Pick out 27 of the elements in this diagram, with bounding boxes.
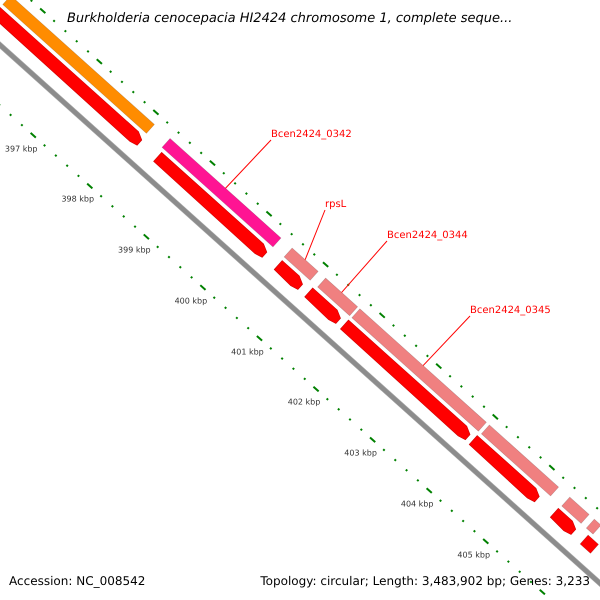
gene-bar [586,518,600,534]
gene-label: rpsL [325,199,346,210]
leader-line [341,240,388,293]
scale-label: 404 kbp [400,499,434,508]
scale-label: 402 kbp [288,398,320,407]
scale-label: 397 kbp [4,144,38,154]
gene-bar [340,320,470,440]
title: Burkholderia cenocepacia HI2424 chromosome 1, complete seque... [67,11,512,26]
scale-label: 400 kbp [174,296,208,306]
gene-label: Bcen2424_0342 [271,129,352,140]
gene-bar [153,152,268,258]
gene-bar [304,288,341,324]
accession-text: Accession: NC_008542 [9,574,146,588]
leader-line [422,316,470,366]
scale-label: 401 kbp [231,347,264,356]
leader-line [225,140,272,189]
scale-label: 405 kbp [457,550,490,560]
leader-line [304,210,326,260]
gene-label: Bcen2424_0344 [387,230,468,241]
gene-label: Bcen2424_0345 [470,305,551,316]
summary-text: Topology: circular; Length: 3,483,902 bp; Genes: 3,233 [260,574,590,588]
scale-label: 398 kbp [61,194,94,204]
gene-bar [550,508,576,535]
scale-label: 399 kbp [118,246,151,255]
gene-bar [274,260,303,290]
gene-bar [468,435,540,502]
scale-label: 403 kbp [344,448,377,458]
